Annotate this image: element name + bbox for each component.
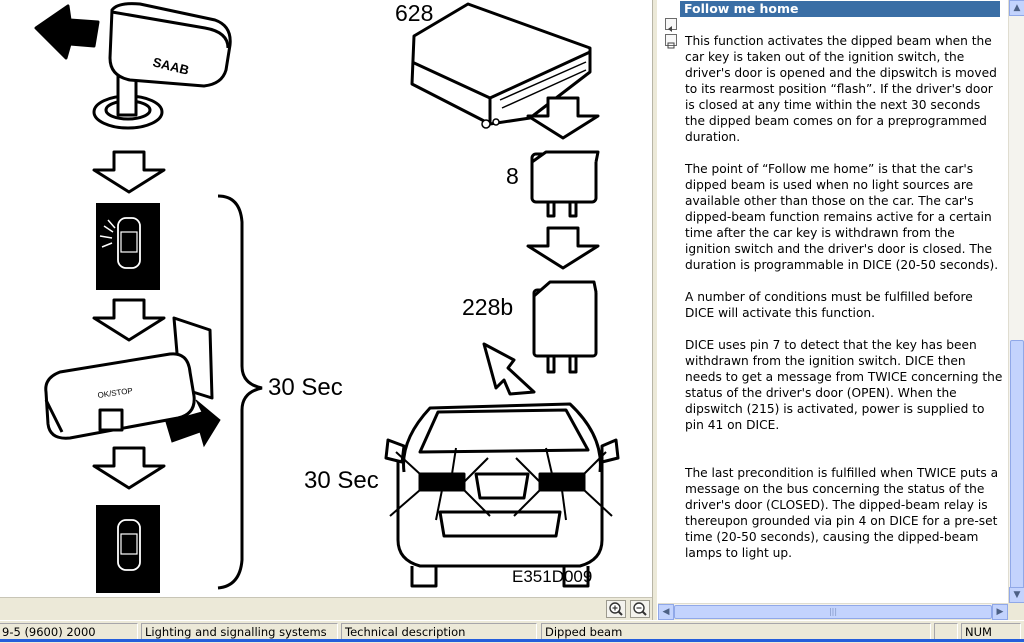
- zoom-in-button[interactable]: [606, 600, 626, 618]
- scroll-right-button[interactable]: ▶: [992, 604, 1008, 620]
- status-num-lock: NUM: [961, 623, 1021, 640]
- illustration-pane: SAAB: [0, 0, 652, 597]
- status-component: Dipped beam: [541, 623, 931, 640]
- section-title: Follow me home: [680, 1, 1000, 17]
- label-relay-228b: 228b: [462, 294, 514, 320]
- status-doc-type: Technical description: [341, 623, 537, 640]
- scroll-corner: [1008, 603, 1024, 620]
- pull-out-arrow-icon: [34, 4, 100, 60]
- relay-228b-graphic: [532, 280, 598, 374]
- label-relay-8: 8: [506, 163, 519, 189]
- status-empty: [934, 623, 958, 640]
- status-model: 9-5 (9600) 2000: [0, 623, 138, 640]
- relay-8-graphic: [530, 150, 600, 218]
- scroll-up-button[interactable]: ▲: [1009, 0, 1024, 16]
- down-arrow-icon: [92, 446, 166, 490]
- figure-code: E351D009: [512, 567, 593, 586]
- pane-splitter[interactable]: [652, 0, 658, 620]
- down-arrow-icon: [92, 150, 166, 194]
- time-brace: [217, 194, 263, 590]
- paragraph: This function activates the dipped beam …: [685, 34, 997, 144]
- taskbar-edge: [0, 639, 1024, 642]
- down-arrow-icon: [526, 96, 600, 140]
- paragraph: DICE uses pin 7 to detect that the key h…: [685, 338, 1003, 432]
- vertical-scrollbar[interactable]: ▲ ▼: [1008, 0, 1024, 603]
- flash-direction-arrow-icon: [165, 399, 221, 448]
- print-icon[interactable]: [665, 34, 677, 49]
- text-pane: Follow me home This function activates t…: [658, 0, 1008, 603]
- paragraph: A number of conditions must be fulfilled…: [685, 290, 973, 320]
- scroll-down-button[interactable]: ▼: [1009, 587, 1024, 603]
- dipswitch-stalk-graphic: OK/STOP: [44, 316, 214, 440]
- horizontal-scroll-thumb[interactable]: |||: [674, 605, 992, 619]
- follow-me-home-diagram: SAAB: [34, 2, 620, 593]
- description-text: This function activates the dipped beam …: [685, 33, 1003, 577]
- down-arrow-icon: [92, 298, 166, 342]
- scroll-left-button[interactable]: ◀: [658, 604, 674, 620]
- zoom-out-icon: [633, 602, 647, 616]
- car-front-graphic: [384, 402, 620, 588]
- back-icon[interactable]: [665, 18, 677, 32]
- horizontal-scrollbar[interactable]: ◀ ||| ▶: [658, 603, 1008, 620]
- zoom-out-button[interactable]: [630, 600, 650, 618]
- label-30-sec-car: 30 Sec: [304, 467, 379, 494]
- label-30-sec-brace: 30 Sec: [268, 374, 343, 401]
- door-closed-panel: [96, 505, 160, 593]
- signal-to-car-arrow-icon: [482, 342, 536, 396]
- zoom-toolbar: [0, 597, 652, 621]
- zoom-in-icon: [609, 602, 623, 616]
- down-arrow-icon: [526, 226, 600, 270]
- paragraph: The point of “Follow me home” is that th…: [685, 162, 999, 272]
- vertical-scroll-thumb[interactable]: [1010, 340, 1024, 598]
- door-open-panel: [96, 203, 160, 290]
- label-628: 628: [395, 0, 434, 26]
- control-module-628-graphic: [410, 2, 592, 129]
- paragraph: The last precondition is fulfilled when …: [685, 466, 999, 560]
- ignition-key-graphic: SAAB: [92, 2, 232, 130]
- status-system: Lighting and signalling systems: [141, 623, 338, 640]
